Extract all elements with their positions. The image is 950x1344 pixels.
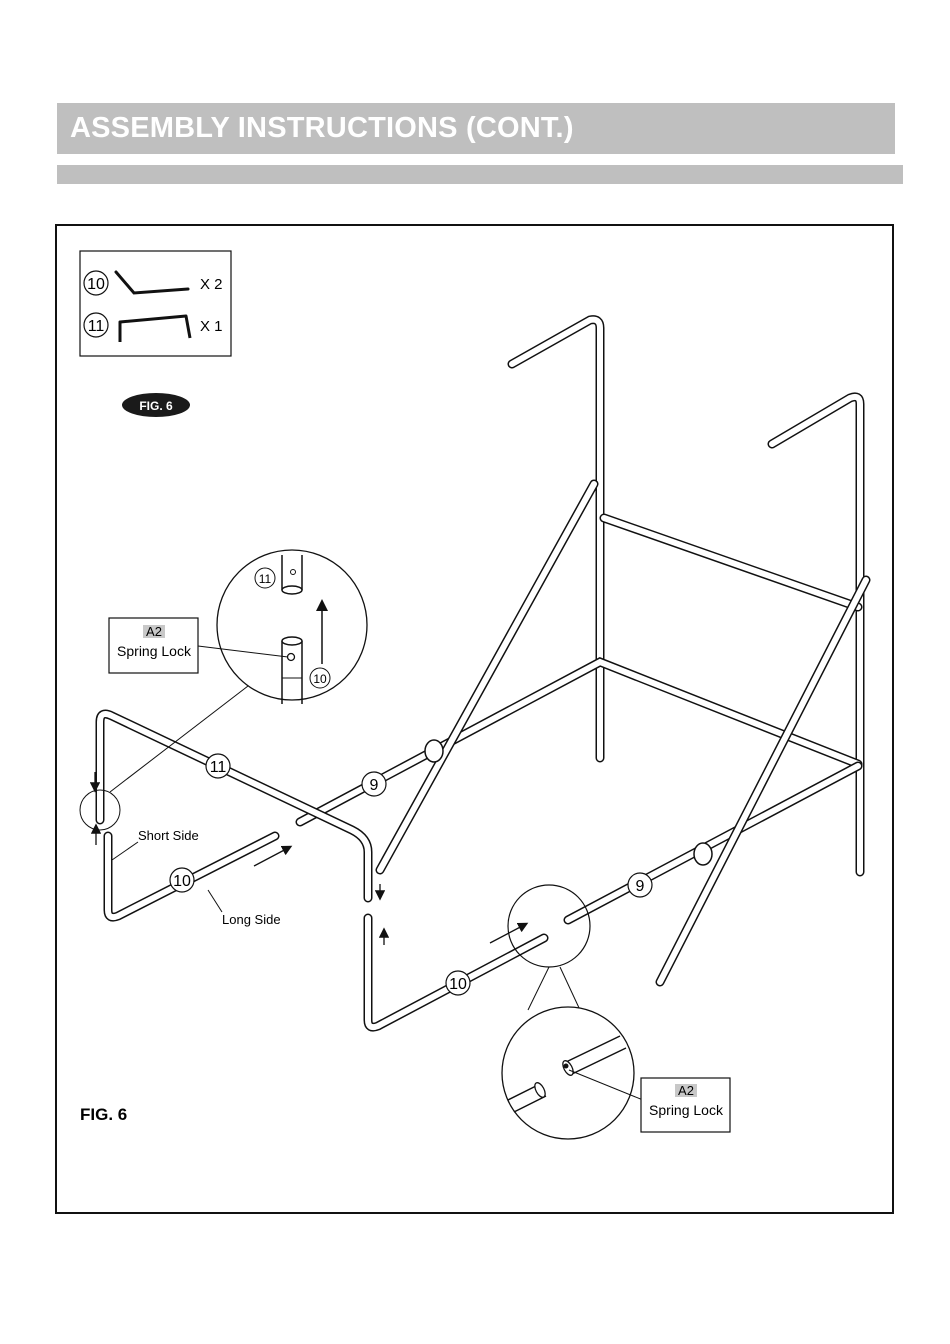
callout-part-10-left: 10 bbox=[173, 873, 191, 890]
detail-top: 11 10 bbox=[217, 550, 367, 704]
callout-part-10-bottom: 10 bbox=[449, 976, 467, 993]
direction-arrows bbox=[95, 772, 526, 945]
callout-part-9-left: 9 bbox=[370, 777, 379, 794]
spring-lock-top-code: A2 bbox=[146, 624, 162, 639]
figure-badge: FIG. 6 bbox=[122, 393, 190, 417]
figure-caption: FIG. 6 bbox=[80, 1105, 127, 1124]
long-side-label: Long Side bbox=[222, 912, 281, 927]
part-11-quantity: X 1 bbox=[200, 318, 223, 335]
spring-lock-bottom-code: A2 bbox=[678, 1083, 694, 1098]
parts-box: 10 X 2 11 X 1 bbox=[80, 251, 231, 356]
detail-callout-11: 11 bbox=[259, 572, 272, 586]
part-11-number: 11 bbox=[88, 318, 105, 335]
spring-lock-label-bottom: A2 Spring Lock bbox=[641, 1078, 730, 1132]
figure-badge-label: FIG. 6 bbox=[139, 399, 173, 413]
spring-lock-top-text: Spring Lock bbox=[117, 643, 192, 659]
detail-leader-line bbox=[110, 686, 248, 792]
callout-part-9-right: 9 bbox=[636, 878, 645, 895]
frame-brackets bbox=[425, 740, 712, 865]
spring-lock-bottom-text: Spring Lock bbox=[649, 1102, 724, 1118]
frame-structure bbox=[100, 320, 866, 1027]
short-side-label: Short Side bbox=[138, 828, 199, 843]
callout-part-11: 11 bbox=[210, 759, 227, 776]
frame-callouts: 11 9 9 10 10 bbox=[170, 754, 652, 995]
part-10-quantity: X 2 bbox=[200, 276, 223, 293]
part-10-number: 10 bbox=[87, 276, 105, 293]
detail-bottom bbox=[502, 885, 643, 1139]
detail-callout-10: 10 bbox=[313, 672, 327, 686]
